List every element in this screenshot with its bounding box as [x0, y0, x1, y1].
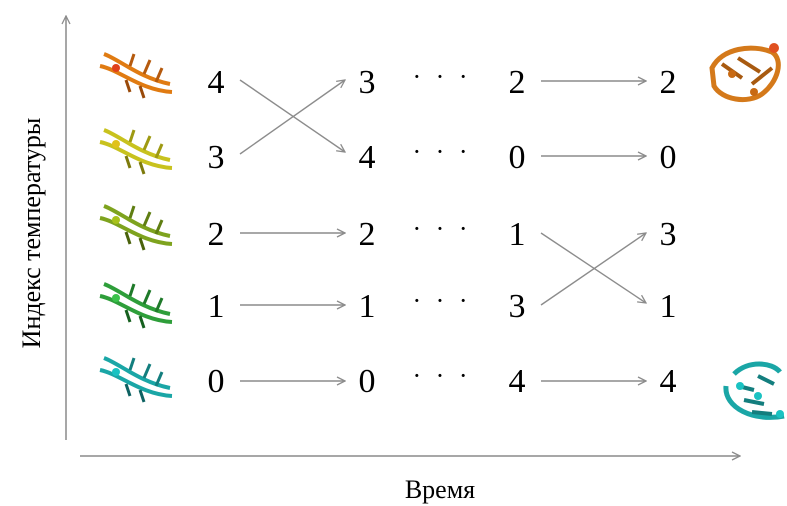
replica-index: 3	[509, 288, 526, 325]
rna-strand-icon	[99, 52, 173, 99]
unfolded-rna-icon	[723, 361, 785, 420]
replica-index: 4	[208, 64, 225, 101]
replica-index: 4	[660, 363, 677, 400]
replica-index: 2	[509, 64, 526, 101]
replica-index: 2	[208, 216, 225, 253]
replica-index: 3	[208, 139, 225, 176]
ellipsis: · · ·	[413, 62, 472, 91]
replica-index: 0	[208, 363, 225, 400]
folded-rna-icon	[709, 43, 781, 103]
ellipsis: · · ·	[413, 137, 472, 166]
replica-index: 3	[359, 64, 376, 101]
rna-strand-icon	[99, 282, 173, 329]
replica-index: 4	[509, 363, 526, 400]
rna-strand-icon	[99, 356, 173, 403]
swap-arrow	[540, 232, 646, 303]
replica-index: 1	[359, 288, 376, 325]
replica-index: 1	[660, 288, 677, 325]
rna-strand-icon	[99, 128, 173, 175]
rna-strand-icon	[99, 204, 173, 251]
replica-index: 3	[660, 216, 677, 253]
ellipsis: · · ·	[413, 214, 472, 243]
ellipsis: · · ·	[413, 361, 472, 390]
replica-index: 0	[660, 139, 677, 176]
replica-index: 0	[359, 363, 376, 400]
ellipsis: · · ·	[413, 286, 472, 315]
y-axis-label: Индекс температуры	[17, 118, 46, 349]
swap-arrow	[540, 233, 646, 306]
x-axis-label: Время	[405, 475, 475, 504]
replica-index: 4	[359, 139, 376, 176]
replica-index: 2	[660, 64, 677, 101]
replica-index: 1	[509, 216, 526, 253]
swap-arrow	[239, 79, 345, 152]
replica-index: 1	[208, 288, 225, 325]
swap-arrow	[239, 80, 345, 155]
replica-index: 2	[359, 216, 376, 253]
replica-index: 0	[509, 139, 526, 176]
